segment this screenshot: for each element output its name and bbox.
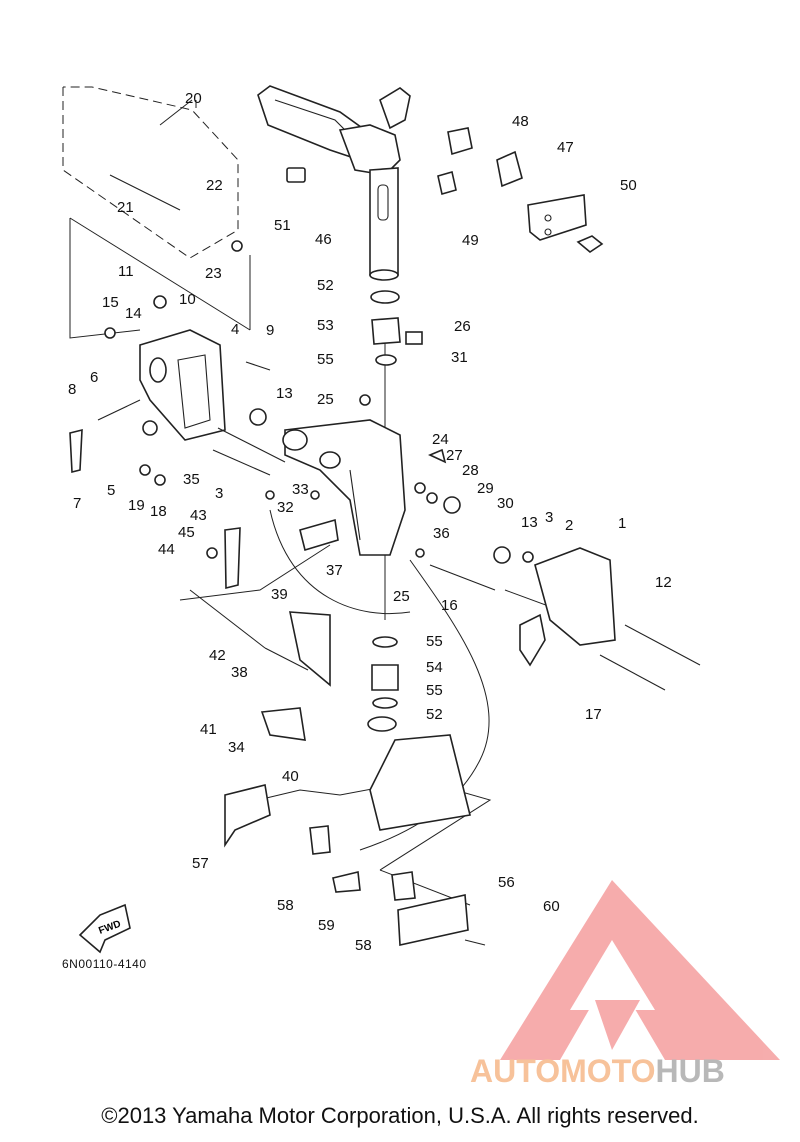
callout-49: 49 bbox=[462, 232, 479, 249]
callout-50: 50 bbox=[620, 177, 637, 194]
right-clamp-bracket bbox=[519, 547, 616, 667]
bolts-and-rods bbox=[97, 174, 701, 946]
callout-7: 7 bbox=[73, 495, 81, 512]
callout-4: 4 bbox=[231, 321, 239, 338]
callout-22: 22 bbox=[206, 177, 223, 194]
callout-59: 59 bbox=[318, 917, 335, 934]
callout-31: 31 bbox=[451, 349, 468, 366]
callout-57: 57 bbox=[192, 855, 209, 872]
callout-28: 28 bbox=[462, 462, 479, 479]
callout-24: 24 bbox=[432, 431, 449, 448]
diagram-code: 6N00110-4140 bbox=[62, 957, 147, 971]
callout-34: 34 bbox=[228, 739, 245, 756]
callout-45: 45 bbox=[178, 524, 195, 541]
callout-23: 23 bbox=[205, 265, 222, 282]
callout-55b: 55 bbox=[426, 633, 443, 650]
callout-54: 54 bbox=[426, 659, 443, 676]
callout-11: 11 bbox=[118, 263, 134, 280]
callout-16: 16 bbox=[441, 597, 458, 614]
callout-40: 40 bbox=[282, 768, 299, 785]
callout-5: 5 bbox=[107, 482, 115, 499]
watermark-logo bbox=[500, 880, 780, 1060]
callout-2: 2 bbox=[565, 517, 573, 534]
subassembly-box-20 bbox=[62, 86, 239, 259]
callout-42: 42 bbox=[209, 647, 226, 664]
callout-36: 36 bbox=[433, 525, 450, 542]
callout-60: 60 bbox=[543, 898, 560, 915]
callout-38: 38 bbox=[231, 664, 248, 681]
upper-right-parts bbox=[286, 127, 604, 253]
callout-43: 43 bbox=[190, 507, 207, 524]
callout-30: 30 bbox=[497, 495, 514, 512]
callout-37: 37 bbox=[326, 562, 343, 579]
callout-35: 35 bbox=[183, 471, 200, 488]
callout-52b: 52 bbox=[426, 706, 443, 723]
callout-48: 48 bbox=[512, 113, 529, 130]
callout-25b: 25 bbox=[393, 588, 410, 605]
center-bushings bbox=[367, 290, 423, 732]
callout-58b: 58 bbox=[355, 937, 372, 954]
callout-39: 39 bbox=[271, 586, 288, 603]
callout-33: 33 bbox=[292, 481, 309, 498]
callout-3a: 3 bbox=[215, 485, 223, 502]
watermark-text: AUTOMOTOHUB bbox=[470, 1053, 725, 1090]
callout-9: 9 bbox=[266, 322, 274, 339]
callout-6: 6 bbox=[90, 369, 98, 386]
callout-51: 51 bbox=[274, 217, 291, 234]
callout-26: 26 bbox=[454, 318, 471, 335]
callout-41: 41 bbox=[200, 721, 217, 738]
callout-15: 15 bbox=[102, 294, 119, 311]
callout-21: 21 bbox=[117, 199, 134, 216]
callout-46: 46 bbox=[315, 231, 332, 248]
callout-58a: 58 bbox=[277, 897, 294, 914]
callout-52a: 52 bbox=[317, 277, 334, 294]
fwd-arrow: FWD bbox=[78, 903, 131, 954]
watermark-text-part1: AUTOMOTO bbox=[470, 1053, 656, 1089]
callout-14: 14 bbox=[125, 305, 142, 322]
callout-18: 18 bbox=[150, 503, 167, 520]
callout-47: 47 bbox=[557, 139, 574, 156]
callout-labels: 1 2 3 3 4 5 6 7 8 9 10 11 12 13 13 14 15… bbox=[68, 90, 672, 954]
callout-25a: 25 bbox=[317, 391, 334, 408]
small-parts bbox=[69, 240, 534, 946]
callout-53: 53 bbox=[317, 317, 334, 334]
callout-13b: 13 bbox=[521, 514, 538, 531]
callout-1: 1 bbox=[618, 515, 626, 532]
callout-17: 17 bbox=[585, 706, 602, 723]
callout-12: 12 bbox=[655, 574, 672, 591]
callout-27: 27 bbox=[446, 447, 463, 464]
callout-13a: 13 bbox=[276, 385, 293, 402]
callout-44: 44 bbox=[158, 541, 175, 558]
callout-55a: 55 bbox=[317, 351, 334, 368]
watermark-text-part2: HUB bbox=[655, 1053, 725, 1089]
callout-56: 56 bbox=[498, 874, 515, 891]
callout-10: 10 bbox=[179, 291, 196, 308]
callout-55c: 55 bbox=[426, 682, 443, 699]
callout-29: 29 bbox=[477, 480, 494, 497]
callout-19: 19 bbox=[128, 497, 145, 514]
left-clamp-bracket bbox=[139, 329, 226, 441]
swivel-bracket bbox=[282, 419, 406, 556]
steering-handle bbox=[257, 85, 411, 281]
callout-8: 8 bbox=[68, 381, 76, 398]
callout-3b: 3 bbox=[545, 509, 553, 526]
callout-20: 20 bbox=[185, 90, 202, 107]
callout-32: 32 bbox=[277, 499, 294, 516]
copyright-notice: ©2013 Yamaha Motor Corporation, U.S.A. A… bbox=[101, 1103, 699, 1128]
